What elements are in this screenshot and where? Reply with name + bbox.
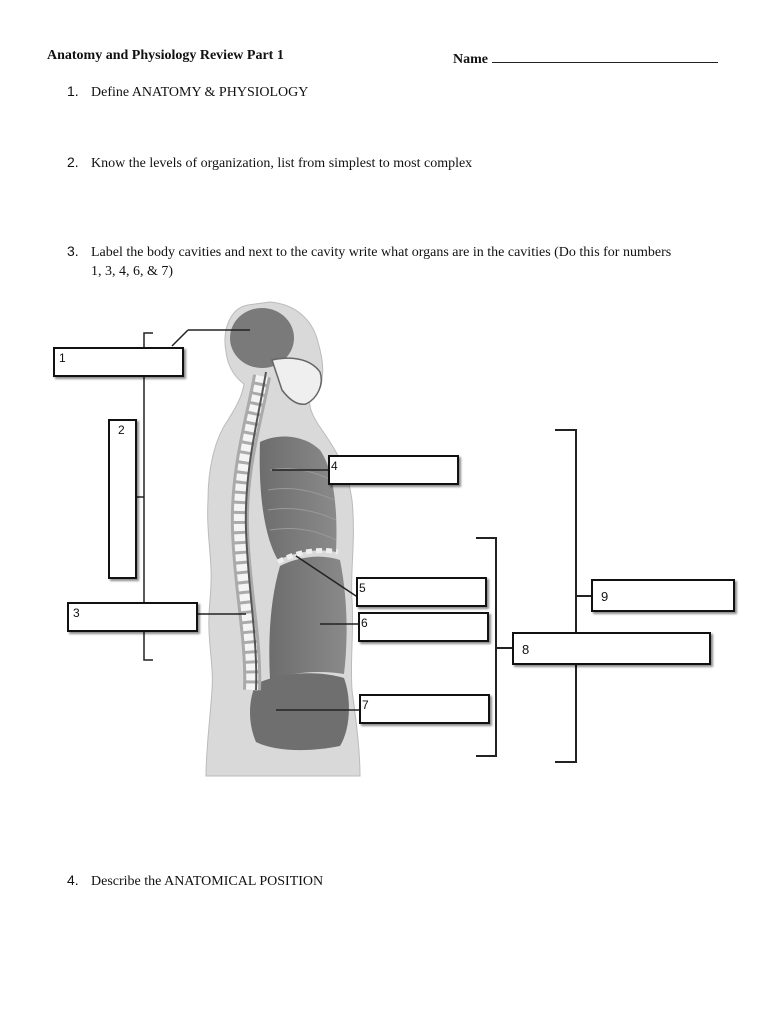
label-number: 8: [522, 642, 530, 657]
question-4: 4. Describe the ANATOMICAL POSITION: [67, 871, 323, 891]
label-number: 2: [118, 423, 125, 437]
diaphragm: [276, 547, 339, 565]
label-box-9[interactable]: 9: [591, 579, 735, 612]
label-number: 7: [362, 698, 369, 712]
label-box-3[interactable]: 3: [67, 602, 198, 632]
label-number: 1: [59, 351, 66, 365]
skull-face: [271, 357, 322, 406]
question-text: Describe the ANATOMICAL POSITION: [91, 874, 324, 889]
question-text: Label the body cavities and next to the …: [91, 245, 672, 260]
label-number: 3: [73, 606, 80, 620]
cranial-cavity: [230, 308, 294, 368]
spinal-cord: [244, 371, 267, 691]
ventral-bracket: [555, 429, 577, 763]
label-box-8[interactable]: 8: [512, 632, 711, 665]
label-number: 9: [601, 589, 609, 604]
question-1: 1. Define ANATOMY & PHYSIOLOGY: [67, 82, 308, 102]
pelvic-cavity: [250, 673, 349, 751]
question-number: 3.: [67, 243, 79, 259]
label-box-2[interactable]: 2: [108, 419, 137, 579]
vertebral-segments: [233, 374, 268, 691]
label-number: 6: [361, 616, 368, 630]
label-box-5[interactable]: 5: [356, 577, 487, 607]
label-number: 4: [331, 459, 338, 473]
question-text: Define ANATOMY & PHYSIOLOGY: [91, 85, 309, 100]
name-field[interactable]: Name: [453, 48, 718, 68]
name-label: Name: [453, 52, 488, 67]
question-text: Know the levels of organization, list fr…: [91, 156, 473, 171]
label-box-4[interactable]: 4: [328, 455, 459, 485]
label-box-1[interactable]: 1: [53, 347, 184, 377]
label-number: 5: [359, 581, 366, 595]
question-number: 2.: [67, 154, 79, 170]
question-number: 4.: [67, 872, 79, 888]
worksheet-title: Anatomy and Physiology Review Part 1: [47, 48, 284, 63]
question-text-continued: 1, 3, 4, 6, & 7): [91, 264, 174, 279]
label-box-6[interactable]: 6: [358, 612, 489, 642]
leader-1: [171, 329, 189, 347]
name-blank-line[interactable]: [492, 48, 718, 63]
abdominal-cavity: [269, 556, 347, 680]
question-3: 3. Label the body cavities and next to th…: [67, 242, 727, 281]
question-number: 1.: [67, 83, 79, 99]
question-2: 2. Know the levels of organization, list …: [67, 153, 472, 173]
label-box-7[interactable]: 7: [359, 694, 490, 724]
